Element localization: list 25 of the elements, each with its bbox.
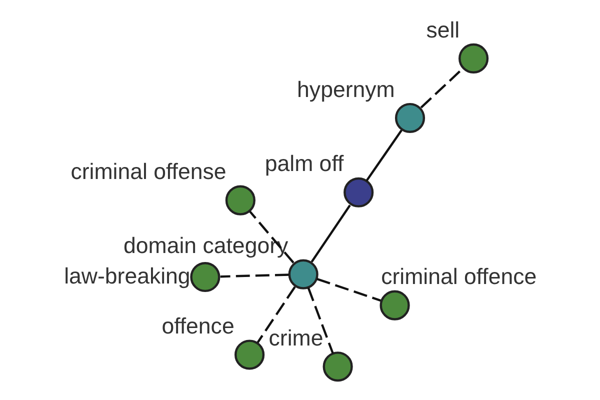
connector xyxy=(256,286,296,344)
node-circle xyxy=(380,290,410,320)
node-label: hypernym xyxy=(297,76,395,102)
node-circle xyxy=(288,259,318,290)
node-circle xyxy=(458,43,489,74)
connector xyxy=(366,130,402,182)
node-circle xyxy=(225,185,256,216)
node-label: palm off xyxy=(264,151,344,176)
node-label: offence xyxy=(162,314,234,339)
node-label: crime xyxy=(268,325,324,350)
node-circle xyxy=(394,102,426,134)
connector xyxy=(249,210,294,264)
connector xyxy=(307,288,334,354)
node-label: criminal offence xyxy=(381,264,537,290)
node-circle xyxy=(344,177,374,208)
node-label: criminal offense xyxy=(70,159,226,184)
connector xyxy=(316,278,381,302)
node-circle xyxy=(234,340,265,370)
node-circle xyxy=(322,352,353,382)
connector xyxy=(310,204,351,262)
node-circle xyxy=(190,262,220,292)
node-label: sell xyxy=(426,17,460,42)
node-label: domain category xyxy=(124,233,288,258)
node-label: law-breaking xyxy=(64,264,190,289)
connector xyxy=(220,274,289,278)
